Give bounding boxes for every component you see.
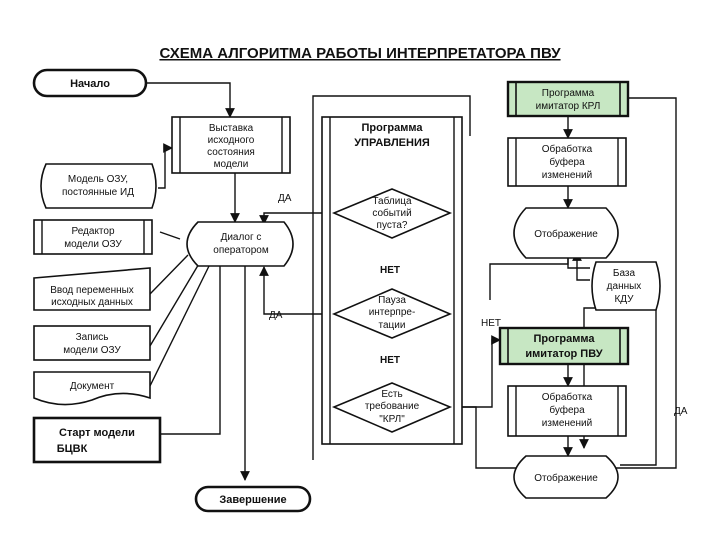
document-label: Документ [70, 381, 115, 392]
display2-label: Отображение [534, 472, 598, 484]
decision2-line-3: тации [379, 320, 406, 331]
control-program-line-1: Программа [361, 122, 423, 134]
setup-line-3: состояния [207, 147, 255, 158]
decision-krl-request: Есть требование "КРЛ" [331, 382, 453, 433]
kdu-line-2: данных [607, 281, 642, 292]
finish-terminator: Завершение [194, 485, 312, 513]
buffer-processing-2: Обработка буфера изменений [507, 385, 627, 437]
bcvk-line-1: Старт модели [59, 427, 135, 439]
control-program-line-2: УПРАВЛЕНИЯ [354, 137, 430, 149]
krl-sim-line-2: имитатор КРЛ [536, 101, 601, 112]
buffer1-line-3: изменений [542, 170, 592, 181]
edge-label-yes-2: ДА [269, 310, 283, 321]
write-model-line-2: модели ОЗУ [63, 345, 121, 356]
decision-events-empty: Таблица событий пуста? [331, 188, 453, 239]
edge-label-no-2: НЕТ [380, 355, 400, 366]
finish-label: Завершение [219, 494, 286, 506]
decision-pause: Пауза интерпре- тации [331, 288, 453, 339]
ram-editor-line-2: модели ОЗУ [64, 239, 122, 250]
decision3-line-3: "КРЛ" [379, 414, 405, 425]
setup-line-2: исходного [208, 135, 255, 146]
start-terminator: Начало [32, 68, 148, 98]
dialog-line-2: оператором [213, 245, 269, 256]
ram-editor-line-1: Редактор [71, 226, 114, 237]
edge-label-yes-3: ДА [674, 406, 688, 417]
setup-line-1: Выставка [209, 123, 254, 134]
ram-model-storage: Модель ОЗУ, постоянные ИД [40, 163, 157, 209]
decision2-line-1: Пауза [378, 295, 406, 306]
diagram-title: СХЕМА АЛГОРИТМА РАБОТЫ ИНТЕРПРЕТАТОРА ПВ… [159, 45, 561, 62]
write-ram-model-process: Запись модели ОЗУ [33, 325, 151, 361]
input-vars-line-2: исходных данных [51, 297, 133, 308]
dialog-line-1: Диалог с [221, 232, 262, 243]
buffer2-line-2: буфера [549, 404, 585, 416]
bcvk-start-box: Старт модели БЦВК [32, 416, 162, 464]
initial-state-process: Выставка исходного состояния модели [171, 116, 291, 174]
pvu-sim-line-1: Программа [533, 333, 595, 345]
krl-simulator-process: Программа имитатор КРЛ [506, 80, 630, 118]
edge-label-yes-1: ДА [278, 193, 292, 204]
kdu-line-1: База [613, 268, 636, 279]
decision1-line-1: Таблица [372, 195, 412, 207]
decision1-line-3: пуста? [377, 220, 408, 231]
ram-model-line-2: постоянные ИД [62, 187, 134, 198]
decision1-line-2: событий [372, 207, 411, 219]
display1-label: Отображение [534, 228, 598, 240]
pvu-sim-line-2: имитатор ПВУ [525, 348, 602, 360]
buffer2-line-1: Обработка [542, 391, 593, 403]
decision3-line-2: требование [365, 400, 420, 412]
buffer1-line-2: буфера [549, 156, 585, 168]
krl-sim-line-1: Программа [542, 88, 595, 99]
kdu-line-3: КДУ [614, 294, 634, 305]
display-1: Отображение [513, 207, 619, 259]
decision2-line-2: интерпре- [369, 307, 416, 318]
input-variables-manual: Ввод переменных исходных данных [33, 267, 151, 311]
write-model-line-1: Запись [76, 332, 109, 343]
input-vars-line-1: Ввод переменных [50, 285, 134, 296]
edge-label-no-3: НЕТ [481, 318, 501, 329]
buffer-processing-1: Обработка буфера изменений [507, 137, 627, 187]
document-shape: Документ [33, 371, 151, 406]
pvu-simulator-process: Программа имитатор ПВУ [498, 326, 630, 366]
bcvk-line-2: БЦВК [57, 443, 88, 455]
buffer2-line-3: изменений [542, 418, 592, 429]
kdu-database-storage: База данных КДУ [591, 261, 661, 311]
display-2: Отображение [513, 455, 619, 499]
start-label: Начало [70, 78, 110, 90]
ram-model-line-1: Модель ОЗУ, [68, 174, 128, 185]
setup-line-4: модели [214, 159, 249, 170]
ram-editor-process: Редактор модели ОЗУ [33, 219, 153, 255]
operator-dialog: Диалог с оператором [186, 221, 294, 267]
edge-label-no-1: НЕТ [380, 265, 400, 276]
decision3-line-1: Есть [381, 389, 402, 400]
buffer1-line-1: Обработка [542, 143, 593, 155]
